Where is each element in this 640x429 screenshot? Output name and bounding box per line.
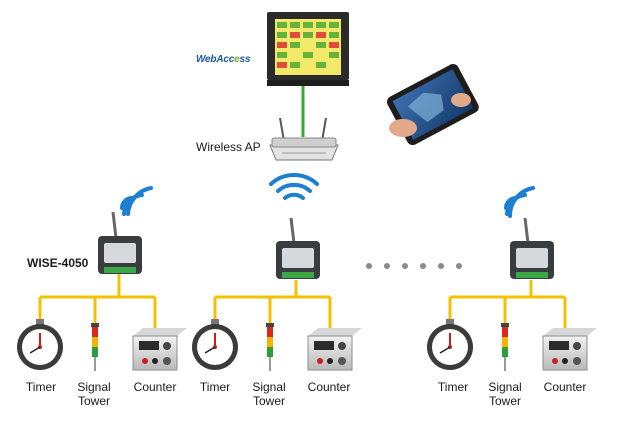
counter-label: Counter: [307, 380, 351, 394]
signal-tower-icon: [91, 323, 509, 371]
wireless-ap-label: Wireless AP: [196, 140, 261, 154]
wireless-ap-router: [269, 117, 339, 161]
counter-icon: [132, 328, 597, 371]
touch-panel-monitor: [267, 12, 349, 86]
counter-label: Counter: [543, 380, 587, 394]
tablet-icon: [387, 64, 479, 146]
timer-label: Timer: [25, 380, 57, 394]
webaccess-logo: WebAccess: [196, 54, 251, 65]
timer-icon: [17, 319, 473, 370]
wise-module-icon: [98, 211, 554, 279]
wifi-signal-icon: [120, 173, 535, 218]
device-label: WISE-4050: [27, 256, 89, 270]
counter-label: Counter: [133, 380, 177, 394]
timer-label: Timer: [199, 380, 231, 394]
ellipsis-dots: [366, 263, 462, 269]
timer-label: Timer: [437, 380, 469, 394]
io-bus: [38, 270, 567, 330]
